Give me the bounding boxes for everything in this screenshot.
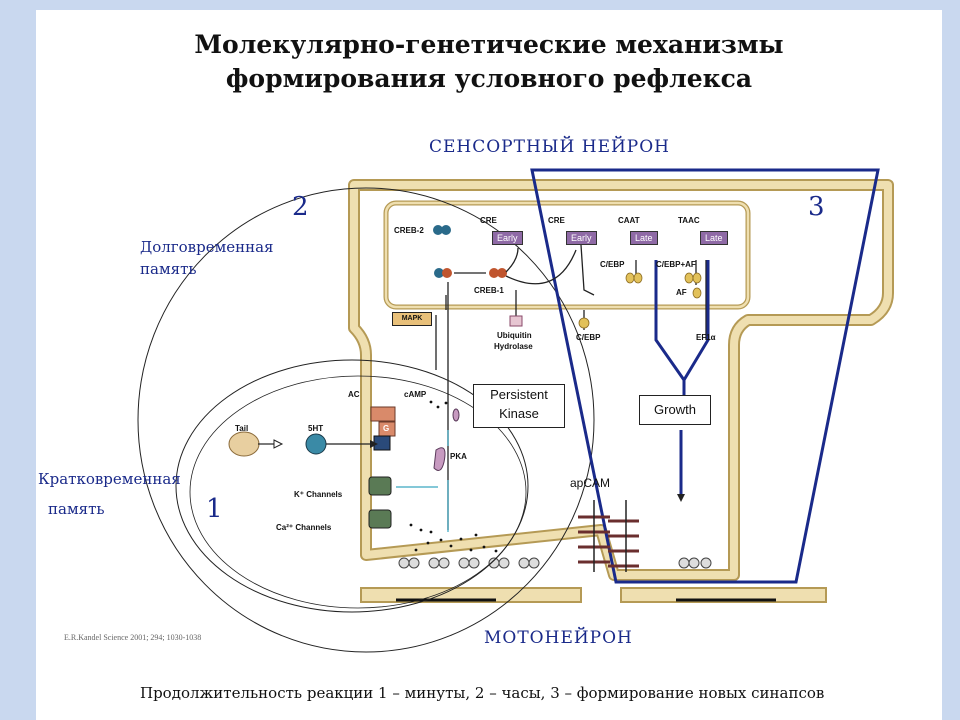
- late-gene-1: Late: [630, 231, 658, 245]
- long-term-memory-label-1: Долговременная: [140, 238, 274, 256]
- motoneuron-label: МОТОНЕЙРОН: [484, 628, 633, 648]
- title-line-1: Молекулярно-генетические механизмы: [194, 30, 784, 59]
- creb2-label: CREB-2: [394, 226, 424, 235]
- region-number-1: 1: [206, 494, 223, 524]
- region-2-ellipse: [137, 187, 595, 653]
- synaptic-receptors: [398, 557, 712, 569]
- title-line-2: формирования условного рефлекса: [225, 64, 753, 93]
- slide: Молекулярно-генетические механизмы форми…: [36, 10, 942, 720]
- persistent-kinase-box: Persistent Kinase: [473, 384, 565, 428]
- early-gene-2: Early: [566, 231, 597, 245]
- taac-label: TAAC: [678, 216, 700, 225]
- g-label: G: [383, 424, 390, 433]
- growth-box: Growth: [639, 395, 711, 425]
- af-label: AF: [676, 288, 687, 297]
- ac-label: AC: [348, 390, 360, 399]
- region-3-trapezoid: [530, 168, 880, 584]
- 5ht-receptor: [373, 435, 391, 451]
- apcam-label: apCAM: [570, 476, 611, 490]
- pka-label: PKA: [450, 452, 467, 461]
- early-gene-1: Early: [492, 231, 523, 245]
- ubiquitin-label-1: Ubiquitin: [497, 331, 532, 340]
- long-term-memory-label-2: память: [140, 260, 197, 278]
- persistent-label: Persistent: [490, 387, 548, 402]
- late-gene-2: Late: [700, 231, 728, 245]
- cre-label-1: CRE: [480, 216, 497, 225]
- ubiquitin-label-2: Hydrolase: [494, 342, 533, 351]
- mapk-box: MAPK: [392, 312, 432, 326]
- footer-caption: Продолжительность реакции 1 – минуты, 2 …: [140, 684, 825, 702]
- short-term-memory-label-2: память: [48, 500, 105, 518]
- ac-protein: [370, 406, 396, 422]
- ef1a-label: EF1α: [696, 333, 716, 342]
- cebp-label-2: C/EBP: [576, 333, 601, 342]
- ca-channels-label: Ca²⁺ Channels: [276, 523, 332, 532]
- region-1-ellipse: [175, 359, 529, 613]
- k-channel: [368, 476, 392, 496]
- tail-neuron: [228, 431, 260, 457]
- 5ht-label: 5HT: [308, 424, 324, 433]
- cebp-label-1: C/EBP: [600, 260, 625, 269]
- region-number-2: 2: [292, 192, 309, 222]
- cebp-af-label: C/EBP+AF: [656, 260, 696, 269]
- sensory-neuron-label: СЕНСОРТНЫЙ НЕЙРОН: [429, 137, 671, 157]
- short-term-memory-label-1: Кратковременная: [38, 470, 181, 488]
- k-channels-label: K⁺ Channels: [294, 490, 343, 499]
- kinase-label: Kinase: [499, 406, 539, 421]
- cre-label-2: CRE: [548, 216, 565, 225]
- ca-channel: [368, 509, 392, 529]
- camp-label: cAMP: [404, 390, 427, 399]
- 5ht-neuron: [305, 433, 327, 455]
- citation: E.R.Kandel Science 2001; 294; 1030-1038: [64, 633, 202, 642]
- caat-label: CAAT: [618, 216, 640, 225]
- reflex-diagram: [137, 168, 894, 653]
- region-number-3: 3: [808, 192, 825, 222]
- tail-label: Tail: [235, 424, 249, 433]
- creb1-label: CREB-1: [474, 286, 504, 295]
